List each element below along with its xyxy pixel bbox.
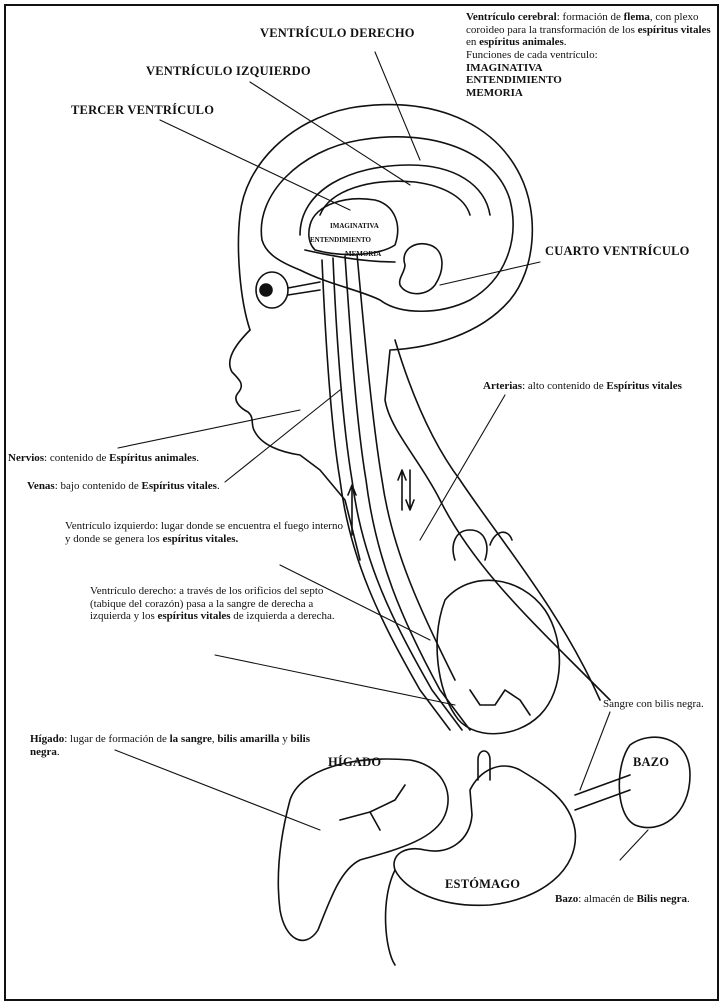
label-ventriculo-izquierdo: VENTRÍCULO IZQUIERDO — [146, 64, 311, 78]
leader-sangre — [580, 712, 610, 790]
leader-bazo — [620, 830, 648, 860]
aortic-arch — [453, 530, 512, 560]
leader-vd-heart — [215, 655, 455, 705]
brain-label-memoria: MEMORIA — [345, 250, 381, 258]
label-ventriculo-derecho: VENTRÍCULO DERECHO — [260, 26, 415, 40]
label-cuarto-ventriculo: CUARTO VENTRÍCULO — [545, 244, 690, 258]
label-estomago: ESTÓMAGO — [445, 877, 520, 891]
note-nervios: Nervios: contenido de Espíritus animales… — [8, 452, 199, 465]
note-sangre: Sangre con bilis negra. — [603, 698, 704, 711]
brain-ventricle-arc-2 — [320, 181, 470, 215]
leader-higado — [115, 750, 320, 830]
note-venas: Venas: bajo contenido de Espíritus vital… — [27, 480, 220, 493]
note-ventriculo-cerebral: Ventrículo cerebral: formación de flema,… — [466, 11, 718, 99]
brain-label-entendimiento: ENTENDIMIENTO — [310, 236, 371, 244]
note-ventriculo-derecho: Ventrículo derecho: a través de los orif… — [90, 585, 340, 623]
leader-arterias — [420, 395, 505, 540]
fourth-ventricle — [400, 244, 442, 294]
brain-label-imaginativa: IMAGINATIVA — [330, 222, 379, 230]
label-tercer-ventriculo: TERCER VENTRÍCULO — [71, 103, 214, 117]
neck-back — [395, 340, 600, 700]
leader-tv — [160, 120, 350, 210]
label-higado: HÍGADO — [328, 755, 381, 769]
label-bazo: BAZO — [633, 755, 669, 769]
leader-vi — [250, 82, 410, 185]
leader-venas — [225, 390, 340, 482]
note-ventriculo-izquierdo: Ventrículo izquierdo: lugar donde se enc… — [65, 520, 345, 545]
note-higado: Hígado: lugar de formación de la sangre,… — [30, 733, 330, 758]
note-bazo: Bazo: almacén de Bilis negra. — [555, 893, 690, 906]
spleen — [619, 737, 690, 827]
note-arterias: Arterias: alto contenido de Espíritus vi… — [483, 380, 721, 393]
brain-outer — [261, 137, 513, 311]
leader-nervios — [118, 410, 300, 448]
